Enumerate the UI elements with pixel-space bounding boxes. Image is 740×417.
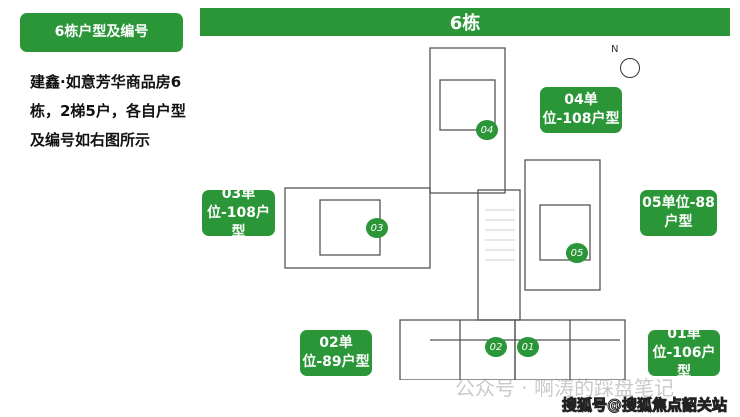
unit-04-label: 04单位-108户型 [540, 87, 622, 133]
unit-04-marker: 04 [476, 120, 498, 140]
unit-01-marker: 01 [517, 337, 539, 357]
section-title: 6栋户型及编号 [20, 13, 183, 52]
watermark: 公众号 · 啊涛的踩盘笔记 [455, 376, 675, 400]
unit-02-label: 02单位-89户型 [300, 330, 372, 376]
unit-03-marker: 03 [366, 218, 388, 238]
unit-05-marker: 05 [566, 243, 588, 263]
unit-05-outline [524, 159, 601, 291]
source-watermark: 搜狐号@搜狐焦点韶关站 [561, 396, 728, 415]
unit-01-label: 01单位-106户型 [648, 326, 720, 380]
unit-04-outline [429, 47, 506, 194]
unit-03-outline [284, 187, 431, 269]
unit-03-label: 03单位-108户型 [202, 186, 275, 240]
core-stair [477, 189, 521, 321]
description-text: 建鑫·如意芳华商品房6栋，2梯5户，各自户型及编号如右图所示 [30, 73, 186, 149]
unit-02-marker: 02 [485, 337, 507, 357]
unit-05-label: 05单位-88户型 [640, 190, 717, 236]
building-header: 6栋 [200, 8, 730, 36]
compass-label: N [611, 44, 619, 55]
north-compass-icon [620, 58, 640, 78]
